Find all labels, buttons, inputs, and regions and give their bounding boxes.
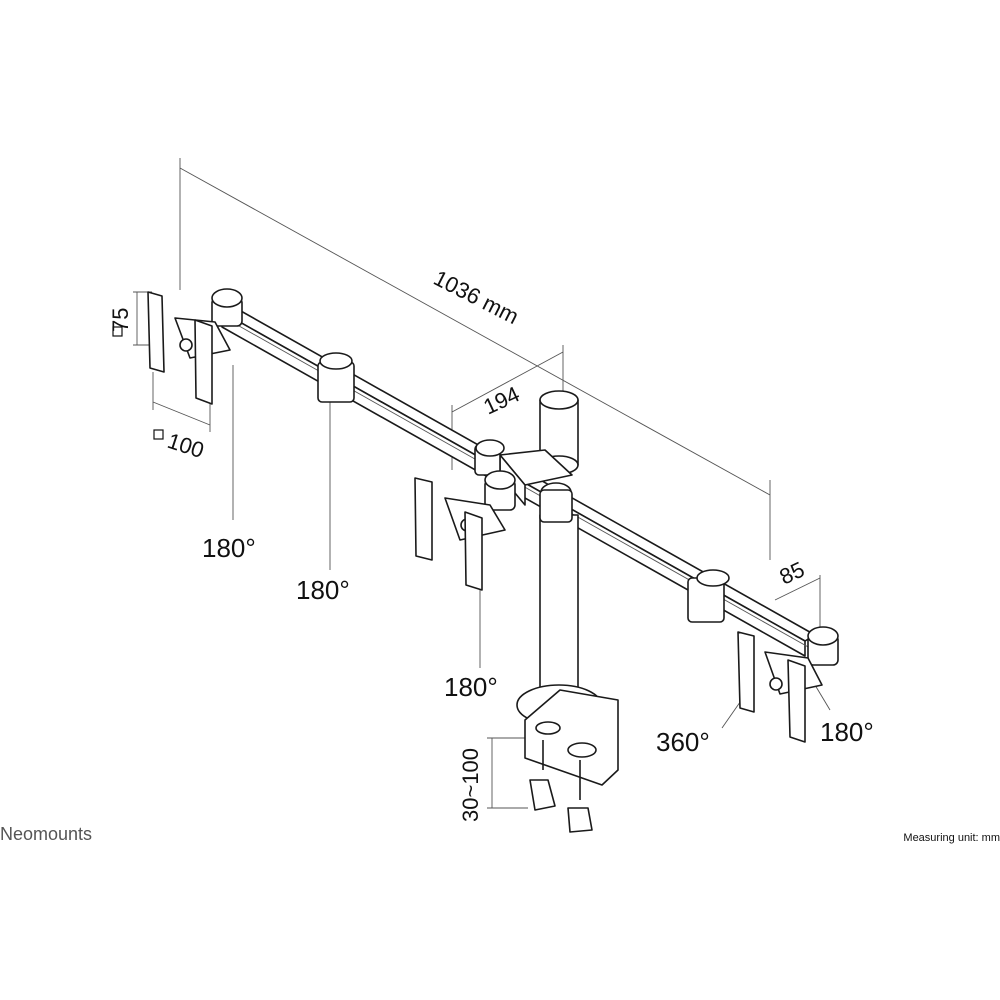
monitor-head-left — [147, 288, 243, 405]
label-width-total: 1036 mm — [430, 265, 523, 329]
monitor-head-center — [414, 470, 516, 591]
label-width-center: 194 — [480, 381, 524, 419]
label-rot-center-plate: 180° — [444, 672, 498, 702]
label-desk-thickness: 30~100 — [458, 748, 483, 822]
label-width-right: 85 — [776, 557, 809, 590]
pole — [539, 390, 579, 711]
label-vesa-width: 100 — [164, 428, 207, 463]
center-hub — [474, 439, 573, 523]
label-vesa-height: 75 — [108, 308, 133, 332]
label-rot-left-arm: 180° — [296, 575, 350, 605]
desk-clamp — [516, 684, 619, 833]
slider-left — [317, 352, 355, 403]
dimension-lines — [133, 158, 831, 809]
measuring-unit-note: Measuring unit: mm — [903, 832, 1000, 844]
label-vesa-width-square-icon — [153, 429, 164, 440]
brand-logo: Neomounts — [0, 824, 93, 844]
monitor-head-right — [737, 626, 839, 743]
label-rot-right-plate: 180° — [820, 717, 874, 747]
label-vesa-height-square-icon — [112, 326, 123, 337]
label-rot-left-plate: 180° — [202, 533, 256, 563]
slider-right — [687, 569, 730, 623]
label-rot-right-joint: 360° — [656, 727, 710, 757]
